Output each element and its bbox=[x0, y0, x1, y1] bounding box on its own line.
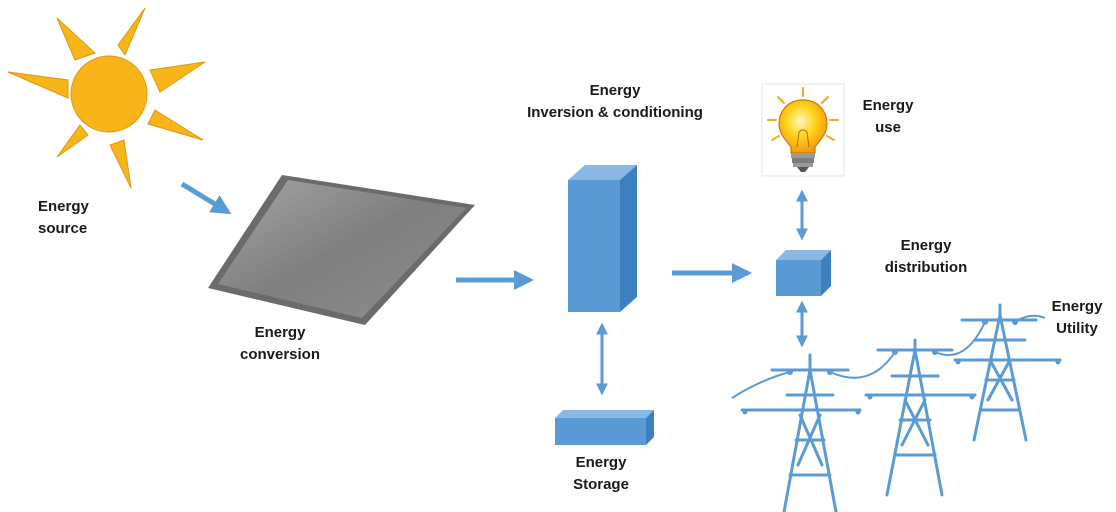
label-line: Energy bbox=[38, 198, 89, 215]
label-line: Energy bbox=[589, 82, 641, 99]
label-line: Energy bbox=[575, 454, 627, 471]
label-energy-conversion: Energy conversion bbox=[220, 322, 340, 366]
label-energy-use: Energy use bbox=[852, 95, 924, 139]
arrow-source-to-conversion bbox=[180, 181, 232, 215]
label-line: distribution bbox=[884, 259, 968, 276]
label-energy-inversion: Energy Inversion & conditioning bbox=[500, 80, 730, 124]
label-line: Energy bbox=[254, 324, 306, 341]
label-line: conversion bbox=[239, 346, 321, 363]
solar-panel-icon bbox=[208, 175, 475, 325]
light-bulb-icon bbox=[761, 83, 845, 177]
label-energy-utility: Energy Utility bbox=[1040, 296, 1114, 340]
label-line: Energy bbox=[1051, 298, 1103, 315]
storage-block bbox=[555, 410, 654, 445]
power-tower-icon bbox=[740, 303, 1062, 512]
label-line: Utility bbox=[1056, 320, 1098, 337]
insulator-dots bbox=[742, 319, 1061, 415]
label-energy-distribution: Energy distribution bbox=[868, 235, 984, 279]
label-energy-storage: Energy Storage bbox=[558, 452, 644, 496]
label-line: use bbox=[875, 119, 901, 136]
label-line: Energy bbox=[862, 97, 914, 114]
distribution-block bbox=[776, 250, 831, 296]
label-energy-source: Energy source bbox=[38, 196, 89, 240]
label-line: Storage bbox=[573, 476, 629, 493]
inverter-block bbox=[568, 165, 637, 312]
label-line: Inversion & conditioning bbox=[527, 104, 703, 121]
sun-icon bbox=[7, 7, 206, 189]
label-line: Energy bbox=[900, 237, 952, 254]
label-line: source bbox=[38, 220, 88, 237]
